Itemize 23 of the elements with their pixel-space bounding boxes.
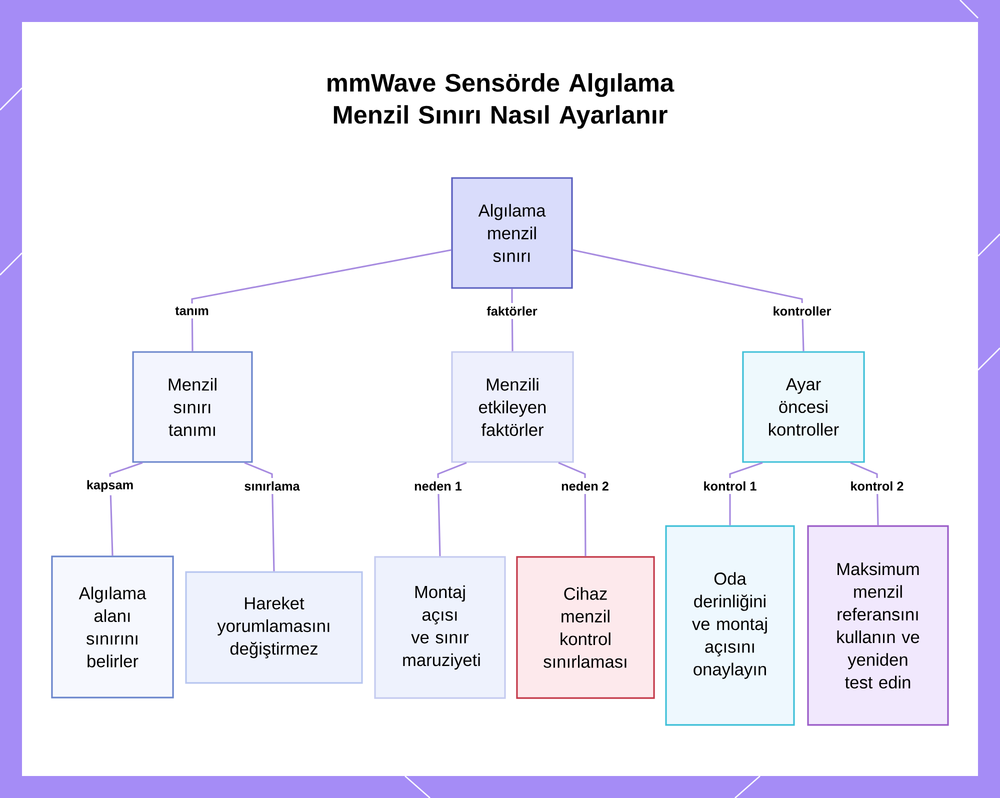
concept-box: Hareket yorumlamasını değiştirmez [185, 571, 363, 684]
concept-box: Maksimum menzil referansını kullanın ve yeniden test edin [807, 525, 949, 726]
connector [572, 249, 804, 352]
edge-label: neden 1 [411, 478, 465, 494]
edge-label: kontrol 1 [700, 478, 760, 494]
concept-box: Algılama alanı sınırını belirler [51, 556, 174, 698]
edge-label: kontroller [770, 303, 834, 319]
concept-box: Menzili etkileyen faktörler [451, 351, 574, 463]
concept-box: Ayar öncesi kontroller [742, 351, 865, 463]
connector [191, 249, 452, 352]
concept-box: Oda derinliğini ve montaj açısını onaylayın [665, 525, 795, 726]
concept-box: Menzil sınırı tanımı [132, 351, 253, 463]
concept-box: Algılama menzil sınırı [451, 177, 573, 289]
title: mmWave Sensörde Algılama Menzil Sınırı Nasıl Ayarlanır [328, 73, 674, 129]
concept-box: Cihaz menzil kontrol sınırlaması [516, 556, 655, 699]
edge-label: faktörler [484, 303, 540, 319]
concept-box: Montaj açısı ve sınır maruziyeti [374, 556, 506, 699]
edge-label: sınırlama [242, 478, 302, 494]
edge-label: kontrol 2 [848, 478, 906, 494]
edge-label: kapsam [84, 476, 136, 496]
edge-label: tanım [172, 303, 212, 319]
connector [244, 462, 275, 572]
edge-label: neden 2 [558, 478, 612, 494]
